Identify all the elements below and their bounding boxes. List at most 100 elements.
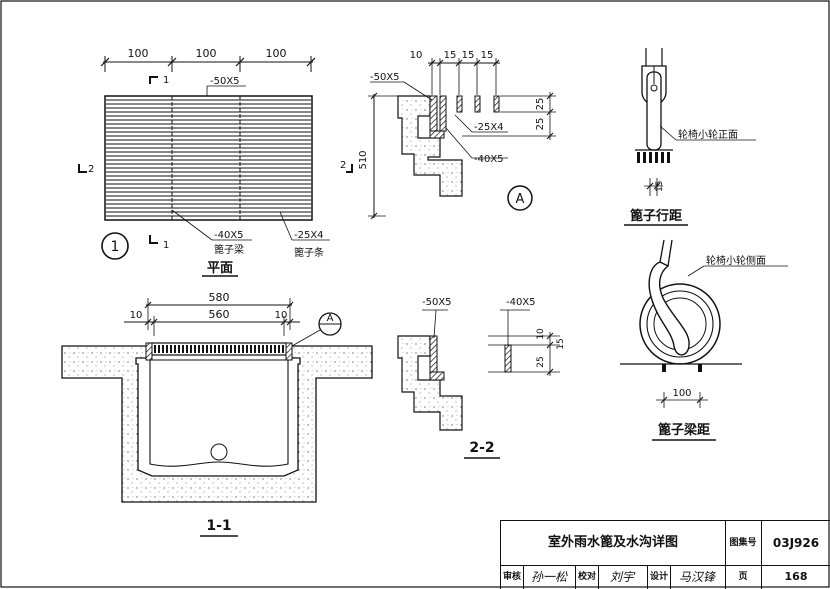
section-bar xyxy=(154,345,156,353)
detail-a-label-low: -40X5 xyxy=(474,154,504,165)
section-bar xyxy=(274,345,276,353)
design-signature: 马汉锋 xyxy=(669,565,726,589)
page-label: 页 xyxy=(725,565,762,589)
plan-label-beam-name: 篦子梁 xyxy=(214,243,244,256)
section-bar xyxy=(254,345,256,353)
atlas-number: 03J926 xyxy=(772,536,820,550)
section-bar xyxy=(258,345,260,353)
detail-a-dim-510: 510 xyxy=(358,150,369,169)
plan-section-mark-1-bottom: 1 xyxy=(163,240,169,251)
section-bar xyxy=(202,345,204,353)
section-1-dim-inner: 560 xyxy=(209,308,230,321)
section-2-dim-2: 15 xyxy=(556,338,566,349)
section-bar xyxy=(242,345,244,353)
wheel-front-caption: 篦子行距 xyxy=(630,208,682,224)
section-bar xyxy=(162,345,164,353)
detail-a-label-mid: -25X4 xyxy=(474,122,504,133)
plan-dim-2: 100 xyxy=(196,47,217,60)
section-bar xyxy=(230,345,232,353)
detail-a-label-top: -50X5 xyxy=(370,72,400,83)
wheel-front-dim: 15 xyxy=(655,181,665,192)
section-1-dim-left: 10 xyxy=(130,310,143,321)
section-bar xyxy=(214,345,216,353)
grate-bars xyxy=(106,99,311,217)
wheel-front-label: 轮椅小轮正面 xyxy=(678,128,738,141)
section-bar xyxy=(246,345,248,353)
section-1-caption: 1-1 xyxy=(206,518,231,534)
section-2-label-right: -40X5 xyxy=(506,297,536,308)
section-bar xyxy=(282,345,284,353)
title-block-top-row: 室外雨水篦及水沟详图 图集号 03J926 xyxy=(501,521,830,566)
drawing-title: 室外雨水篦及水沟详图 xyxy=(501,521,726,565)
section-bar xyxy=(250,345,252,353)
section-1-dim-outer: 580 xyxy=(209,291,230,304)
plan-label-top: -50X5 xyxy=(210,76,240,87)
detail-a-right-dim-2: 25 xyxy=(535,118,546,131)
section-bar xyxy=(166,345,168,353)
section-bar xyxy=(194,345,196,353)
section-bar xyxy=(218,345,220,353)
section-bar xyxy=(190,345,192,353)
wheel-front-view: 轮椅小轮正面 15 篦子行距 xyxy=(624,48,756,226)
section-bar xyxy=(266,345,268,353)
section-bar xyxy=(226,345,228,353)
section-bar xyxy=(234,345,236,353)
detail-a-marker: A xyxy=(516,192,525,207)
section-1-marker: A xyxy=(327,313,334,324)
review-label: 审核 xyxy=(501,565,524,589)
section-bar xyxy=(170,345,172,353)
plan-dim-3: 100 xyxy=(266,47,287,60)
section-2-2: -50X5 -40X5 10 15 25 2-2 xyxy=(397,297,566,459)
wheel-side-caption: 篦子梁距 xyxy=(658,422,710,438)
design-label: 设计 xyxy=(647,565,671,589)
atlas-number-label: 图集号 xyxy=(725,521,762,565)
section-2-dim-3: 25 xyxy=(536,356,546,367)
detail-a-dim-3: 15 xyxy=(462,50,475,61)
section-grate-bars xyxy=(154,345,284,353)
check-signature: 刘宇 xyxy=(609,570,634,584)
plan-section-mark-2: 2 xyxy=(88,164,94,175)
detail-a-section-mark-2: 2 xyxy=(340,160,346,171)
plan-label-bar: -25X4 xyxy=(294,230,324,241)
detail-a-dim-4: 15 xyxy=(481,50,494,61)
section-bar xyxy=(182,345,184,353)
plan-label-beam: -40X5 xyxy=(214,230,244,241)
check-label: 校对 xyxy=(575,565,599,589)
wheel-side-dim: 100 xyxy=(672,388,691,399)
plan-label-bar-name: 篦子条 xyxy=(294,246,324,259)
plan-section-mark-1-top: 1 xyxy=(163,75,169,86)
section-bar xyxy=(238,345,240,353)
section-bar xyxy=(210,345,212,353)
plan-view: 100 100 100 1 1 2 -50X5 -40X5 篦子梁 -25X4 … xyxy=(78,47,330,277)
title-block: 室外雨水篦及水沟详图 图集号 03J926 审核 孙一松 校对 刘宇 设计 马汉… xyxy=(500,520,830,589)
section-bar xyxy=(198,345,200,353)
wheel-side-view: 轮椅小轮侧面 100 篦子梁距 xyxy=(620,239,788,441)
page-number: 168 xyxy=(784,570,808,583)
detail-a-right-dim-1: 25 xyxy=(535,98,546,111)
section-2-label-left: -50X5 xyxy=(422,297,452,308)
section-bar xyxy=(186,345,188,353)
section-2-caption: 2-2 xyxy=(469,440,494,456)
section-bar xyxy=(158,345,160,353)
section-bar xyxy=(262,345,264,353)
section-1-1: 580 560 10 10 A 1-1 xyxy=(61,291,373,537)
plan-dim-1: 100 xyxy=(128,47,149,60)
review-signature: 孙一松 xyxy=(530,570,567,584)
detail-a: 10 15 15 15 25 25 510 2 xyxy=(340,50,556,220)
section-bar xyxy=(222,345,224,353)
section-bar xyxy=(278,345,280,353)
section-2-dim-1: 10 xyxy=(536,328,546,340)
title-block-signature-row: 审核 孙一松 校对 刘宇 设计 马汉锋 页 168 xyxy=(501,565,830,589)
wheel-side-label: 轮椅小轮侧面 xyxy=(706,254,766,267)
section-bar xyxy=(174,345,176,353)
section-bar xyxy=(206,345,208,353)
plan-caption: 平面 xyxy=(207,261,233,276)
section-bar xyxy=(270,345,272,353)
plan-detail-number: 1 xyxy=(111,239,120,255)
detail-a-dim-1: 10 xyxy=(410,50,423,61)
section-1-dim-right: 10 xyxy=(275,310,288,321)
detail-a-dim-2: 15 xyxy=(444,50,457,61)
section-bar xyxy=(178,345,180,353)
